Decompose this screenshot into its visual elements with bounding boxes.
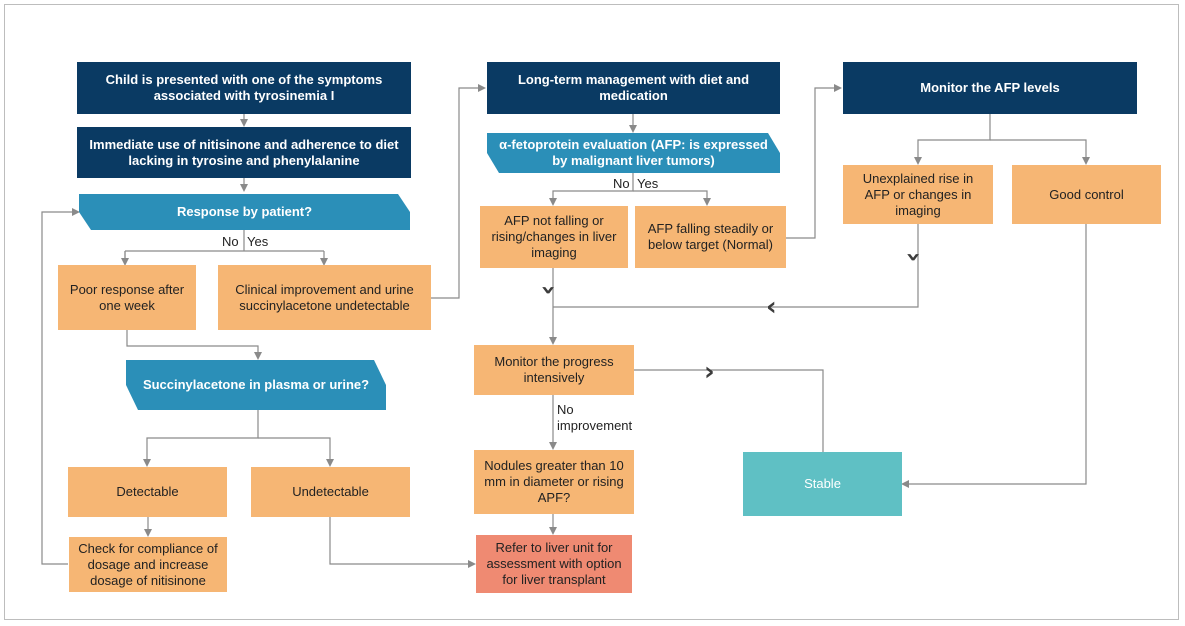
node-unexplained-rise: Unexplained rise in AFP or changes in im… [843,165,993,224]
connector-afpfalling-to-monitorafp [786,84,842,239]
node-detectable: Detectable [68,467,227,517]
node-clinical-improvement: Clinical improvement and urine succinyla… [218,265,431,330]
node-immediate-nitisinone: Immediate use of nitisinone and adherenc… [77,127,411,178]
node-nodules-text: Nodules greater than 10 mm in diameter o… [484,458,624,505]
node-long-term-management: Long-term management with diet and medic… [487,62,780,114]
connector-succinyl-split [143,410,259,467]
node-succinylacetone: Succinylacetone in plasma or urine? [126,360,386,410]
node-immediate-nitisinone-text: Immediate use of nitisinone and adherenc… [89,136,399,168]
node-monitor-progress: Monitor the progress intensively [474,345,634,395]
chevron-left-icon: ‹ [766,292,777,322]
node-stable: Stable [743,452,902,516]
connector-clinical-to-longterm [431,84,486,299]
chevron-right-icon: › [704,357,715,387]
node-stable-text: Stable [804,476,841,491]
label-no-improvement: No improvement [557,402,633,433]
label-no-afp: No [613,176,630,191]
node-unexplained-rise-text: Unexplained rise in AFP or changes in im… [862,170,974,218]
node-afp-not-falling-text: AFP not falling or rising/changes in liv… [491,213,617,260]
label-yes-afp: Yes [637,176,659,191]
chevron-down-icon: › [533,284,564,296]
node-detectable-text: Detectable [116,484,179,499]
node-good-control-text: Good control [1049,186,1124,202]
diagram-frame [4,4,1179,620]
connector-good-to-stable [901,224,1087,488]
node-long-term-management-text: Long-term management with diet and medic… [517,72,750,103]
node-check-compliance: Check for compliance of dosage and incre… [69,537,227,592]
node-monitor-afp: Monitor the AFP levels [843,62,1137,114]
node-refer-liver-unit-text: Refer to liver unit for assessment with … [486,540,622,587]
node-monitor-progress-text: Monitor the progress intensively [494,354,614,385]
connector-afp-yes [633,190,711,206]
node-afp-evaluation-text: α-fetoprotein evaluation (AFP: is expres… [499,137,768,168]
connector-response-split [124,230,324,264]
node-afp-falling-text: AFP falling steadily or below target (No… [647,221,774,252]
connector-stable-to-monitor [634,369,824,452]
connector-unexplained-return [553,224,919,308]
connector-poor-to-succinyl [126,330,262,360]
node-nodules: Nodules greater than 10 mm in diameter o… [474,450,634,514]
node-undetectable: Undetectable [251,467,410,517]
connector-undetectable-to-refer [329,517,476,568]
connector-monitorafp-split [914,114,991,165]
node-poor-response: Poor response after one week [58,265,196,330]
connector-afp-split [549,173,634,206]
label-no-response: No [222,234,239,249]
node-child-presented-text: Child is presented with one of the sympt… [105,72,383,103]
node-response-by-patient: Response by patient? [79,194,410,230]
node-check-compliance-text: Check for compliance of dosage and incre… [78,540,218,588]
node-poor-response-text: Poor response after one week [69,281,185,313]
node-succinylacetone-text: Succinylacetone in plasma or urine? [142,377,370,392]
chevron-down-icon: › [898,251,929,263]
connector-monitorafp-good [990,139,1090,165]
node-monitor-afp-text: Monitor the AFP levels [920,80,1060,95]
node-afp-falling: AFP falling steadily or below target (No… [635,206,786,268]
node-refer-liver-unit: Refer to liver unit for assessment with … [476,535,632,593]
node-response-by-patient-text: Response by patient? [176,204,313,219]
connector-check-loop [41,208,80,565]
connector-succinyl-undetectable [258,437,334,467]
node-afp-evaluation: α-fetoprotein evaluation (AFP: is expres… [487,133,780,173]
node-undetectable-text: Undetectable [292,484,369,499]
node-afp-not-falling: AFP not falling or rising/changes in liv… [480,206,628,268]
node-clinical-improvement-text: Clinical improvement and urine succinyla… [235,281,414,313]
node-good-control: Good control [1012,165,1161,224]
node-child-presented: Child is presented with one of the sympt… [77,62,411,114]
label-yes-response: Yes [247,234,269,249]
